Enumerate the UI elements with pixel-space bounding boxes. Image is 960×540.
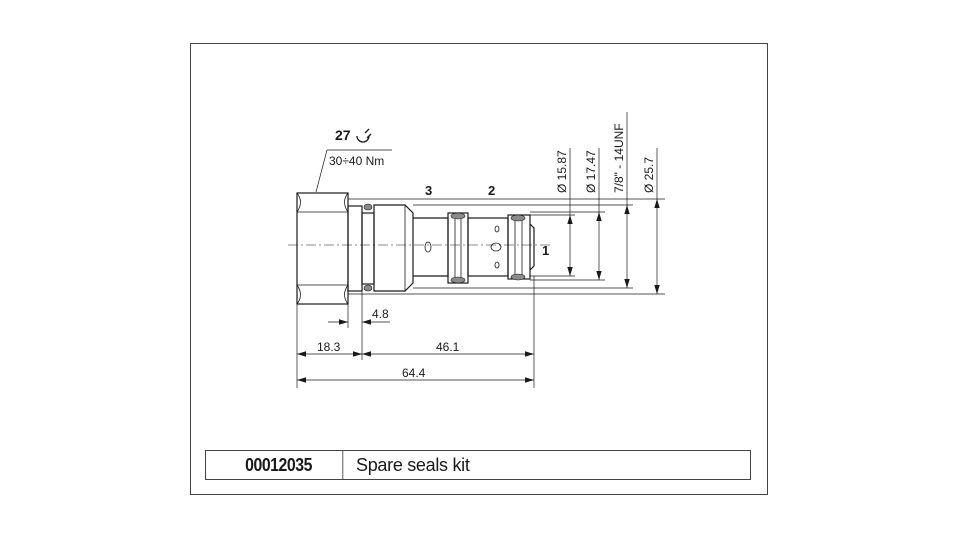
diameter-dimensions	[567, 112, 660, 294]
port-2-label: 2	[488, 183, 495, 198]
spare-kit-table: 00012035 Spare seals kit	[205, 450, 751, 480]
total-length-label: 64.4	[402, 366, 426, 380]
torque-label: 30÷40 Nm	[329, 154, 384, 168]
diameter-extension-lines	[348, 198, 665, 295]
wrench-callout	[315, 128, 392, 193]
o-ring-seals	[363, 203, 526, 292]
seal-offset-label: 4.8	[372, 307, 389, 321]
kit-description: Spare seals kit	[356, 454, 470, 475]
diameter-25-7-label: Ø 25.7	[642, 157, 656, 193]
port-3-label: 3	[425, 183, 432, 198]
wrench-icon	[356, 128, 372, 143]
drawing-frame	[190, 43, 768, 495]
thread-spec-label: 7/8" - 14UNF	[612, 123, 626, 193]
hex-length-label: 18.3	[317, 340, 341, 354]
valve-body	[413, 212, 535, 284]
wrench-size-label: 27	[335, 127, 351, 143]
hex-nut	[296, 192, 349, 305]
length-extension-lines	[296, 276, 535, 388]
kit-code: 00012035	[215, 451, 344, 479]
thread-section	[373, 204, 414, 292]
diameter-17-47-label: Ø 17.47	[584, 150, 598, 193]
length-dimensions	[297, 319, 534, 383]
body-length-label: 46.1	[436, 340, 460, 354]
port-1-label: 1	[542, 243, 549, 258]
valve-shoulder	[347, 205, 375, 292]
diameter-15-87-label: Ø 15.87	[555, 150, 569, 193]
